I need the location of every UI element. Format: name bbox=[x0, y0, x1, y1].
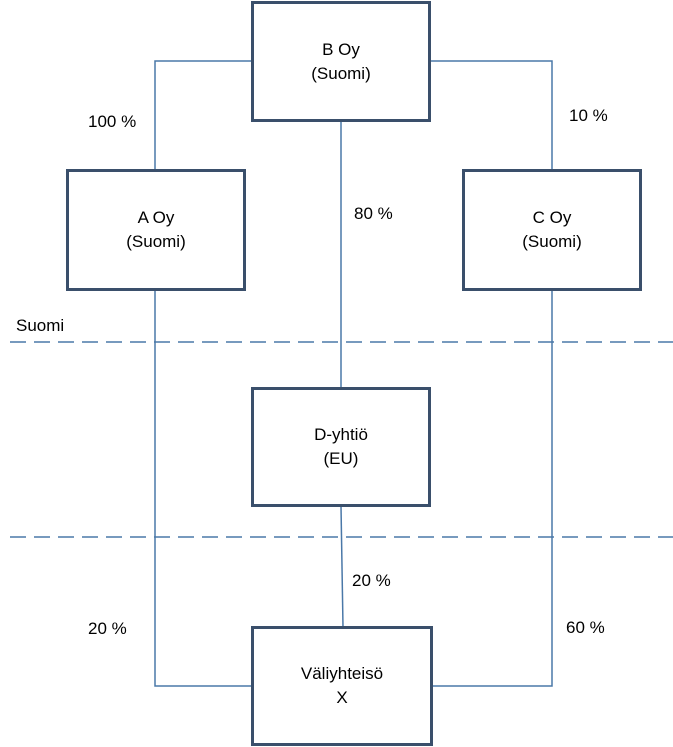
edge-label-d-to-x: 20 % bbox=[352, 571, 391, 590]
edge-a-to-x bbox=[154, 290, 252, 687]
node-b-oy-name: B Oy bbox=[322, 39, 360, 59]
edge-b-to-c bbox=[430, 60, 553, 170]
edge-label-c-to-x: 60 % bbox=[566, 618, 605, 637]
node-valiyhteiso-x: Väliyhteisö X bbox=[251, 626, 433, 746]
region-label-suomi: Suomi bbox=[16, 316, 65, 335]
edge-d-to-x bbox=[340, 505, 344, 628]
node-b-oy-country: (Suomi) bbox=[311, 63, 371, 83]
edge-b-to-a bbox=[154, 60, 252, 170]
node-d-yhtio: D-yhtiö (EU) bbox=[251, 387, 431, 507]
node-a-oy: A Oy (Suomi) bbox=[66, 169, 246, 291]
edge-label-b-to-a: 100 % bbox=[88, 112, 137, 131]
node-c-oy-country: (Suomi) bbox=[522, 232, 582, 251]
edge-label-a-to-x: 20 % bbox=[88, 619, 127, 638]
edge-label-b-to-c: 10 % bbox=[569, 106, 608, 125]
node-d-yhtio-region: (EU) bbox=[323, 449, 359, 468]
node-a-oy-country: (Suomi) bbox=[126, 232, 186, 251]
node-valiyhteiso-name: Väliyhteisö bbox=[300, 664, 384, 683]
node-valiyhteiso-id: X bbox=[336, 688, 348, 707]
edge-c-to-x bbox=[432, 290, 553, 687]
edge-label-b-to-d: 80 % bbox=[354, 204, 393, 223]
node-a-oy-name: A Oy bbox=[137, 208, 175, 227]
node-d-yhtio-name: D-yhtiö bbox=[314, 425, 368, 444]
node-c-oy: C Oy (Suomi) bbox=[462, 169, 642, 291]
node-b-oy: B Oy (Suomi) bbox=[251, 1, 431, 122]
node-c-oy-name: C Oy bbox=[532, 208, 572, 227]
